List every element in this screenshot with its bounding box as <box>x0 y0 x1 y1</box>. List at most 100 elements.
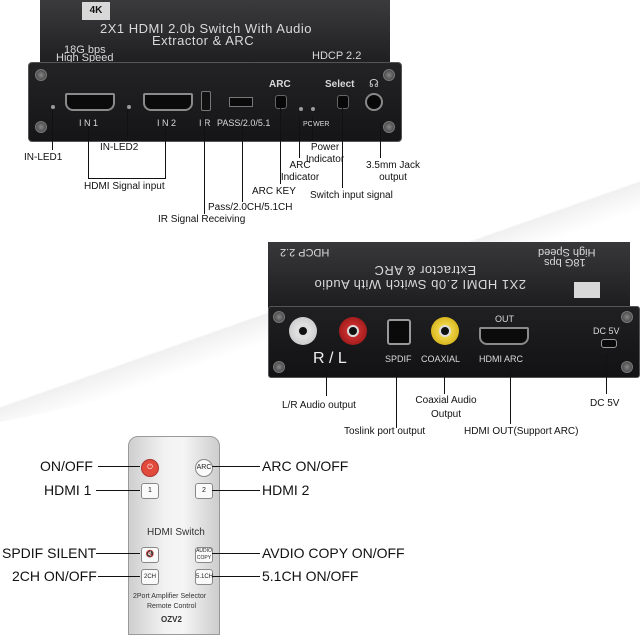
hdmi-arc-label: HDMI ARC <box>479 354 524 364</box>
port-in1-label: I N 1 <box>79 118 99 128</box>
rca-left-port <box>339 317 367 345</box>
callout-toslink: Toslink port output <box>344 426 426 437</box>
device2-hdcp: HDCP 2.2 <box>280 246 330 258</box>
leader-line <box>326 368 327 396</box>
device1-front-panel: I N 1 I N 2 I R PASS/2.0/5.1 ARC POWER S… <box>28 62 402 142</box>
leader-line <box>212 490 260 491</box>
callout-dc: DC 5V <box>590 398 620 409</box>
in-led2-indicator <box>127 105 131 109</box>
leader-line <box>299 116 300 158</box>
leader-line <box>606 354 607 394</box>
callout-ir-signal-receiving: IR Signal Receiving <box>158 214 246 225</box>
hdmi2-button[interactable]: 2 <box>195 483 213 499</box>
callout-on-off: ON/OFF <box>40 458 93 474</box>
screw <box>273 361 285 373</box>
spdif-label: SPDIF <box>385 354 412 364</box>
remote-footer-line1: 2Port Amplifier Selector <box>133 593 207 600</box>
leader-line <box>444 368 445 394</box>
leader-line <box>280 108 281 184</box>
leader-line <box>396 368 397 428</box>
device1-speed-line2: High Speed <box>56 52 114 64</box>
device1-top-panel: 4K 2X1 HDMI 2.0b Switch With Audio Extra… <box>40 0 390 64</box>
callout-spdif-silent: SPDIF SILENT <box>2 545 97 561</box>
remote-footer-line2: Remote Control <box>147 603 197 610</box>
leader-line <box>165 126 166 178</box>
port-in2-label: I N 2 <box>157 118 177 128</box>
callout-jack-line1: 3.5mm Jack <box>366 160 420 171</box>
callout-switch-input-signal: Switch input signal <box>310 190 393 201</box>
callout-51ch: 5.1CH ON/OFF <box>262 568 359 584</box>
spdif-optical-port <box>387 319 411 345</box>
leader-line <box>312 116 313 140</box>
leader-line <box>342 108 343 188</box>
leader-line <box>212 576 260 577</box>
pass-mode-switch[interactable] <box>229 97 253 107</box>
audio-copy-button[interactable]: AUDIO COPY <box>195 547 213 563</box>
callout-in-led2: IN-LED2 <box>100 142 139 153</box>
51ch-button[interactable]: 5.1CH <box>195 569 213 585</box>
select-button[interactable] <box>337 95 349 109</box>
leader-line <box>88 178 166 179</box>
device2-speed-line1: 18G bps <box>544 256 586 268</box>
callout-coaxial-line1: Coaxial Audio <box>415 395 477 406</box>
device2-title-line1: 2X1 HDMI 2.0b Switch With Audio <box>314 277 527 292</box>
leader-line <box>88 126 89 178</box>
dc-label: DC 5V <box>593 326 620 336</box>
callout-coaxial: Coaxial Audio Output <box>412 394 480 422</box>
callout-in-led1: IN-LED1 <box>24 152 63 163</box>
hdmi1-button[interactable]: 1 <box>141 483 159 499</box>
in-led1-indicator <box>51 105 55 109</box>
callout-power-indicator-line2: Indicator <box>305 154 345 165</box>
callout-hdmi2: HDMI 2 <box>262 482 310 498</box>
remote-hdmi-switch-label: HDMI Switch <box>147 527 205 538</box>
2ch-button[interactable]: 2CH <box>141 569 159 585</box>
callout-hdmi1: HDMI 1 <box>44 482 92 498</box>
mute-icon: 🔇 <box>145 551 155 558</box>
device1-title-line2: Extractor & ARC <box>152 33 255 48</box>
screw <box>35 121 47 133</box>
callout-hdmi-signal-input: HDMI Signal input <box>84 181 165 192</box>
device2-badge <box>574 282 600 298</box>
screw <box>383 69 395 81</box>
callout-hdmi-out: HDMI OUT(Support ARC) <box>464 426 579 437</box>
callout-pass-mode: Pass/2.0CH/5.1CH <box>208 202 293 213</box>
leader-line <box>212 466 260 467</box>
rl-label: R / L <box>313 350 347 367</box>
callout-arc-key: ARC KEY <box>252 186 296 197</box>
spdif-silent-button[interactable]: 🔇 <box>141 547 159 563</box>
arc-label: ARC <box>269 79 291 90</box>
select-label: Select <box>325 79 355 90</box>
device1-speed-line1: 18G bps <box>64 44 106 56</box>
callout-lr-audio: L/R Audio output <box>282 400 356 411</box>
remote-control: ⏻ ARC 1 2 HDMI Switch 🔇 AUDIO COPY 2CH 5… <box>128 436 220 635</box>
device2-rear-panel: R / L SPDIF COAXIAL OUT HDMI ARC DC 5V <box>268 306 640 378</box>
out-label: OUT <box>495 314 514 324</box>
device2-top-panel: HDCP 2.2 High Speed 18G bps Extractor & … <box>268 242 630 308</box>
hdmi-in2-port <box>143 93 193 111</box>
leader-line <box>510 368 511 424</box>
callout-arc-indicator-line1: ARC <box>289 160 311 171</box>
screw <box>383 121 395 133</box>
callout-coaxial-line2: Output <box>430 409 462 420</box>
callout-2ch: 2CH ON/OFF <box>12 568 97 584</box>
screw <box>273 311 285 323</box>
leader-line <box>98 576 140 577</box>
arc-indicator-led <box>299 107 303 111</box>
leader-line <box>204 112 205 214</box>
arc-button[interactable]: ARC <box>195 459 213 477</box>
leader-line <box>380 122 381 158</box>
switch-mode-label: PASS/2.0/5.1 <box>217 118 271 128</box>
device1-hdcp: HDCP 2.2 <box>312 50 362 62</box>
power-button[interactable]: ⏻ <box>141 459 159 477</box>
leader-line <box>52 110 53 150</box>
leader-line <box>96 553 140 554</box>
arc-key-button[interactable] <box>275 95 287 109</box>
leader-line <box>98 466 140 467</box>
callout-power-indicator: Power Indicator <box>302 142 348 166</box>
callout-jack-line2: output <box>379 172 407 183</box>
hdmi-arc-port <box>479 327 529 345</box>
screw <box>621 361 633 373</box>
audio-jack-35mm <box>365 93 383 111</box>
leader-line <box>127 110 128 140</box>
coaxial-label: COAXIAL <box>421 354 461 364</box>
